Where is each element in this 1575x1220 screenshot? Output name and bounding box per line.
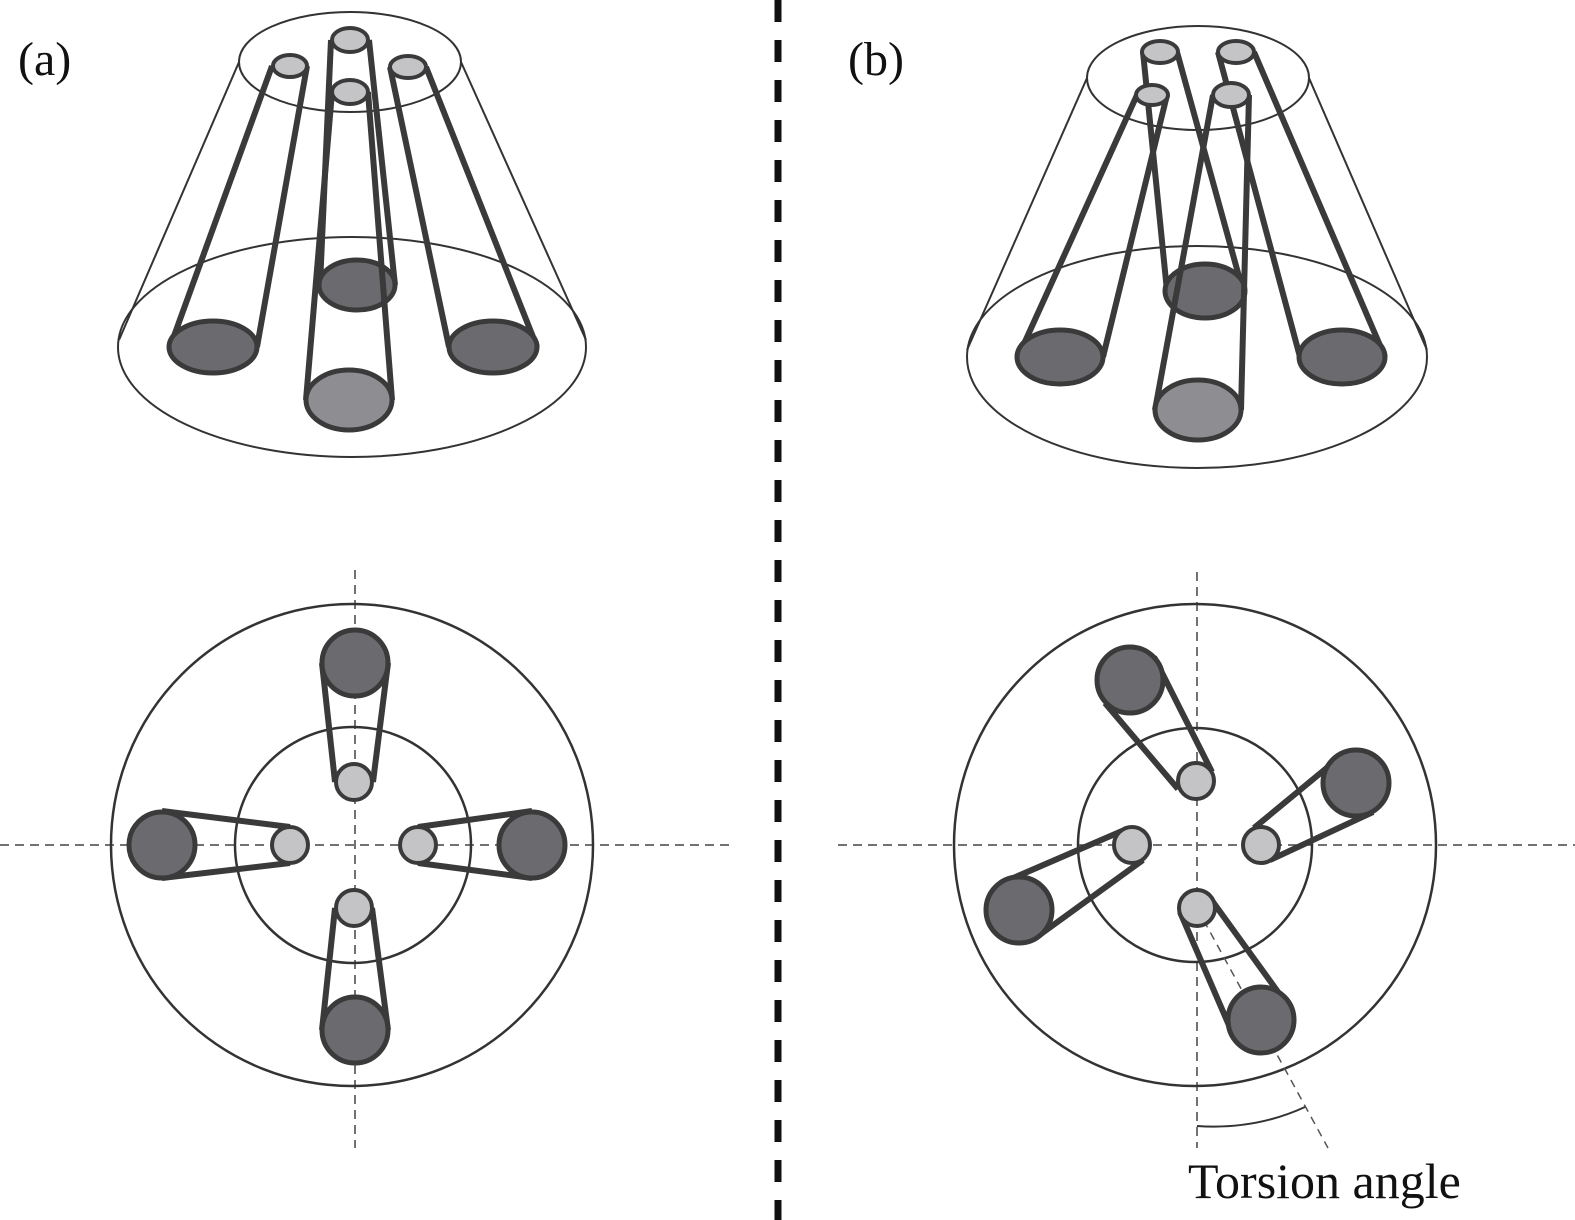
panel-a-top-view (0, 570, 730, 1148)
rod-a-top-down (319, 888, 391, 1066)
rod-b-top-lower-left (983, 825, 1152, 946)
rod-a-top-up (319, 627, 391, 802)
rod-b-left (1014, 83, 1170, 387)
panel-b-cone (966, 25, 1428, 469)
rod-a-right (387, 54, 540, 376)
cone-b-left-edge (966, 77, 1088, 351)
cone-b-base-rim (966, 245, 1428, 469)
cone-a-left-edge (118, 61, 240, 341)
torsion-angle-arc (1196, 1106, 1306, 1128)
cone-b-top-rim (1086, 25, 1310, 131)
inner-circle-b (1076, 726, 1314, 964)
rod-a-front (303, 78, 395, 433)
panel-b-label: (b) (848, 33, 904, 86)
torsion-angle-label: Torsion angle (1188, 1153, 1461, 1209)
outer-circle-b (952, 602, 1438, 1088)
rod-b-top-right (1241, 747, 1392, 865)
rod-b-front (1152, 81, 1252, 443)
cone-a-base-rim (117, 236, 587, 458)
rod-a-left (166, 53, 310, 376)
rod-b-top-lower (1177, 888, 1329, 1149)
rod-a-top-right (398, 808, 568, 881)
cone-b-right-edge (1308, 77, 1428, 351)
inner-circle-a (233, 725, 473, 965)
panel-b-top-view: Torsion angle (838, 572, 1575, 1209)
torsion-ray (1196, 907, 1329, 1149)
rod-b-top-upper-left (1094, 644, 1216, 801)
panel-a-label: (a) (18, 33, 71, 86)
cone-a-right-edge (460, 61, 587, 341)
panel-a-cone (117, 11, 587, 458)
outer-circle-a (109, 602, 595, 1088)
rod-a-top-left (126, 808, 310, 881)
